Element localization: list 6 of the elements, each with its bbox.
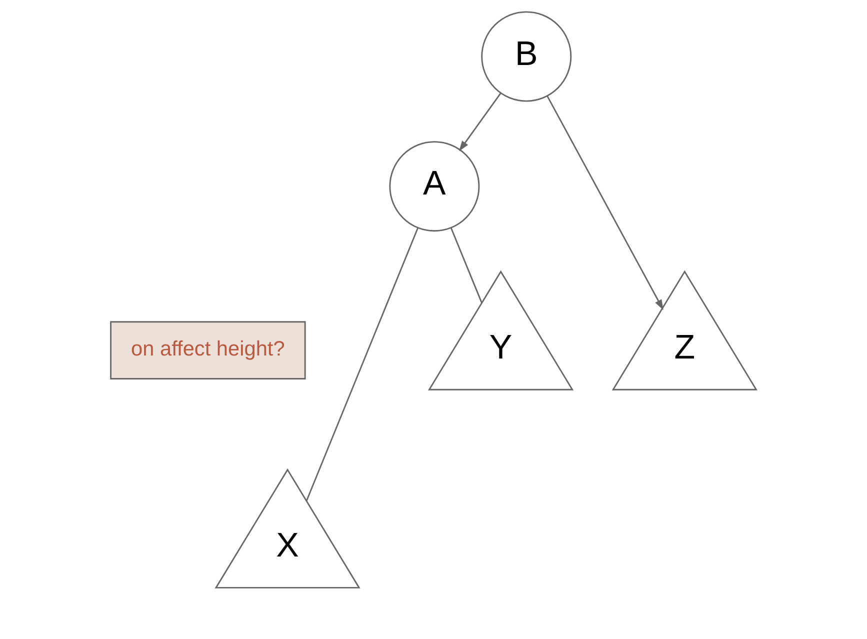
node-circle: B (481, 11, 572, 102)
arrow (546, 96, 664, 310)
connector (306, 228, 419, 501)
connector (450, 228, 482, 304)
node-box: on affect height? (110, 321, 306, 380)
arrow (458, 92, 502, 152)
